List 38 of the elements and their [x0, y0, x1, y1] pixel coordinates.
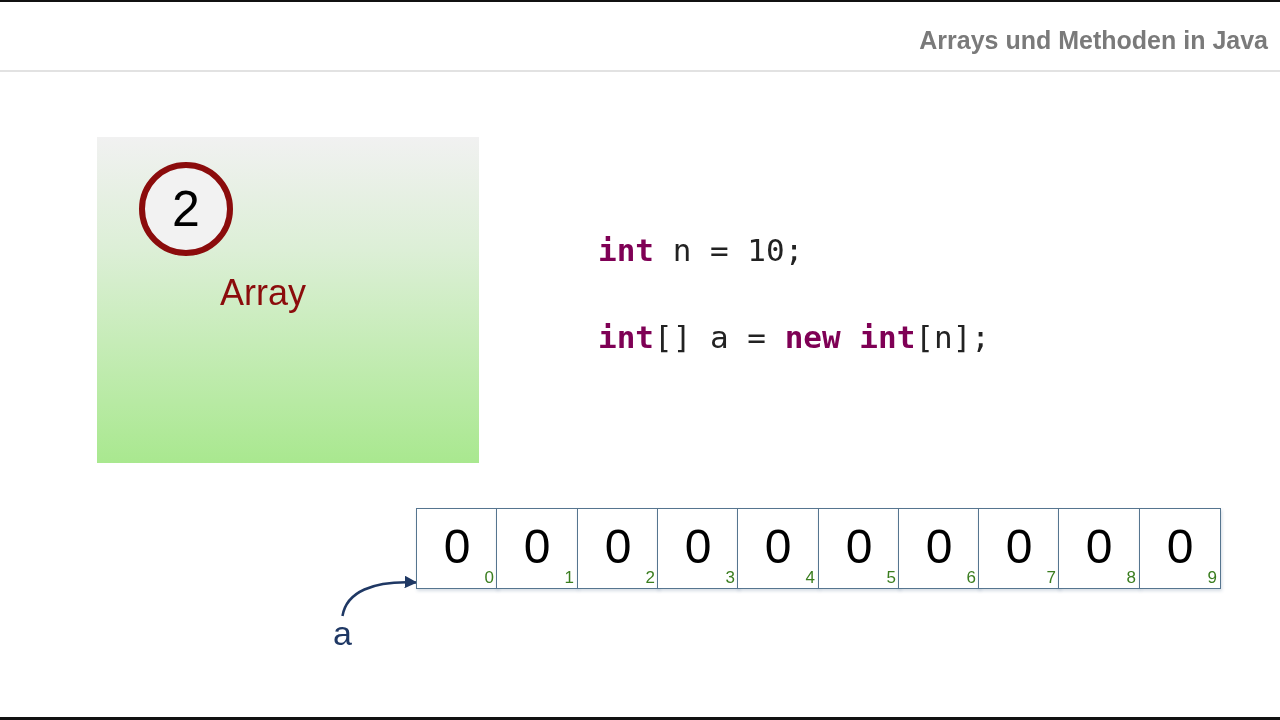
section-panel [97, 137, 479, 463]
section-title: Array [220, 272, 306, 314]
array-value: 0 [443, 521, 471, 573]
array-cell [496, 508, 578, 589]
array-cell [978, 508, 1060, 589]
array-cell [1139, 508, 1221, 589]
array-cell [898, 508, 980, 589]
array-value: 0 [845, 521, 873, 573]
array-cell [818, 508, 900, 589]
index-number: 1 [564, 568, 574, 588]
array-value: 0 [684, 521, 712, 573]
index-number: 9 [1207, 568, 1217, 588]
index-number: 7 [1046, 568, 1056, 588]
array-value: 0 [523, 521, 551, 573]
array-cell [1058, 508, 1140, 589]
array-cell [657, 508, 739, 589]
index-number: 2 [645, 568, 655, 588]
index-number: 5 [886, 568, 896, 588]
variable-name: a [333, 616, 352, 650]
array-cell [416, 508, 498, 589]
array-value: 0 [925, 521, 953, 573]
slide-title: Arrays und Methoden in Java [919, 25, 1268, 55]
index-number: 3 [725, 568, 735, 588]
code-line: int n = 10; [598, 231, 804, 270]
array-cell [577, 508, 659, 589]
step-number: 2 [172, 181, 200, 237]
array-value: 0 [604, 521, 632, 573]
array-cell [737, 508, 819, 589]
array-value: 0 [1085, 521, 1113, 573]
arrow [341, 576, 418, 617]
index-number: 4 [805, 568, 815, 588]
array-value: 0 [1166, 521, 1194, 573]
array-value: 0 [764, 521, 792, 573]
index-number: 8 [1126, 568, 1136, 588]
code-line: int[] a = new int[n]; [598, 318, 990, 357]
index-number: 0 [484, 568, 494, 588]
index-number: 6 [966, 568, 976, 588]
array-value: 0 [1005, 521, 1033, 573]
